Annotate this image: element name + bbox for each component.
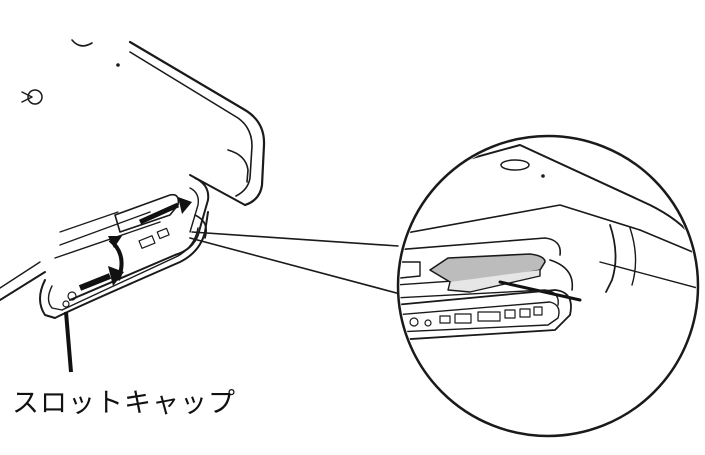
slot-cap-open <box>39 211 209 319</box>
sensor-dot <box>116 63 120 67</box>
rotate-open-arrow-icon <box>108 236 124 281</box>
insert-arrow-upper-icon <box>138 197 192 225</box>
magnified-detail <box>396 134 700 438</box>
nfc-mark-icon <box>21 89 43 105</box>
camera-lens-icon <box>71 39 93 47</box>
device-body <box>0 40 266 301</box>
zoom-connector-lines <box>189 231 405 296</box>
label-leader-line <box>64 311 73 373</box>
slot-cap-label: スロットキャップ <box>12 388 236 419</box>
card-slot-area <box>54 177 210 301</box>
